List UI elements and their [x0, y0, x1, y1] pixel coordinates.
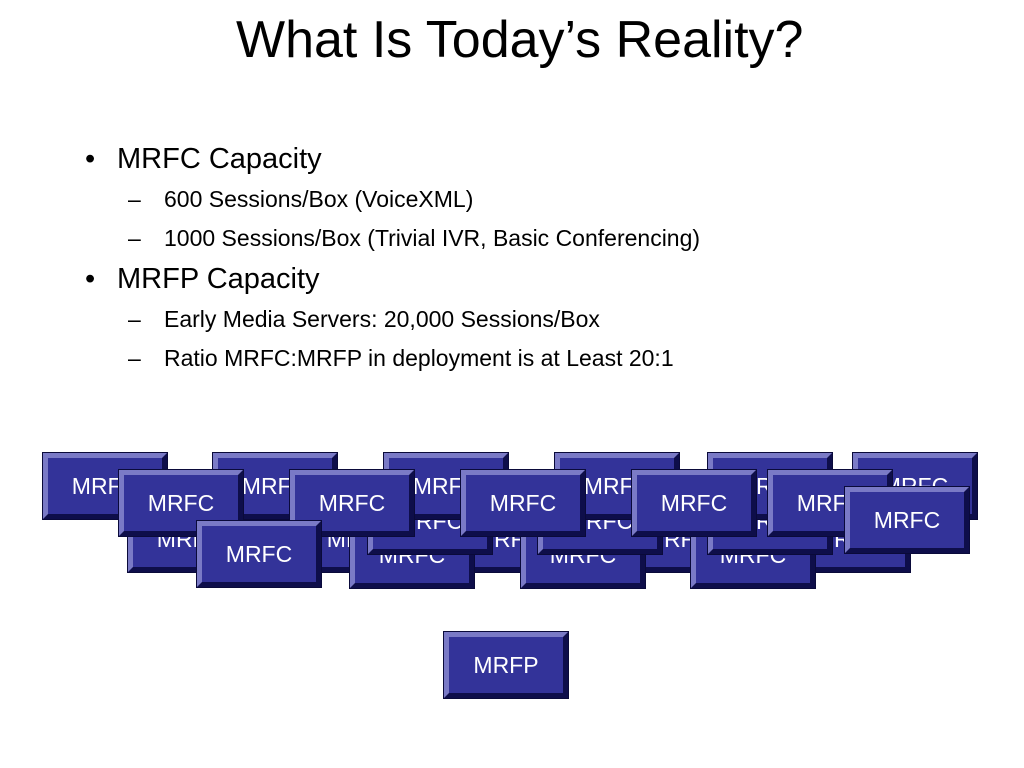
mrfc-box: MRFC — [197, 521, 321, 587]
sub-bullet-mark: – — [128, 306, 141, 332]
sub-bullet-mark: – — [128, 345, 141, 371]
sub-bullet-text: Ratio MRFC:MRFP in deployment is at Leas… — [164, 345, 674, 371]
sub-bullet-mark: – — [128, 186, 141, 212]
mrfc-box: MRFC — [461, 470, 585, 536]
sub-bullet-mark: – — [128, 225, 141, 251]
mrfc-box: MRFC — [632, 470, 756, 536]
bullet-text: MRFP Capacity — [117, 263, 320, 295]
bullet-mark: • — [85, 143, 96, 175]
bullet-text: MRFC Capacity — [117, 143, 322, 175]
bullet-mrfc-capacity: • MRFC Capacity — [80, 138, 700, 180]
sub-bullet: – Ratio MRFC:MRFP in deployment is at Le… — [80, 339, 700, 378]
sub-bullet-text: 1000 Sessions/Box (Trivial IVR, Basic Co… — [164, 225, 701, 251]
mrfc-box: MRFC — [845, 487, 969, 553]
bullet-mark: • — [85, 263, 96, 295]
bullet-mrfp-capacity: • MRFP Capacity — [80, 258, 700, 300]
sub-bullet: – 600 Sessions/Box (VoiceXML) — [80, 180, 700, 219]
bullet-list: • MRFC Capacity – 600 Sessions/Box (Voic… — [80, 138, 700, 378]
sub-bullet-text: 600 Sessions/Box (VoiceXML) — [164, 186, 474, 212]
mrfp-box: MRFP — [444, 632, 568, 698]
sub-bullet-text: Early Media Servers: 20,000 Sessions/Box — [164, 306, 600, 332]
sub-bullet: – Early Media Servers: 20,000 Sessions/B… — [80, 300, 700, 339]
sub-bullet: – 1000 Sessions/Box (Trivial IVR, Basic … — [80, 219, 700, 258]
slide-title: What Is Today’s Reality? — [236, 11, 804, 69]
